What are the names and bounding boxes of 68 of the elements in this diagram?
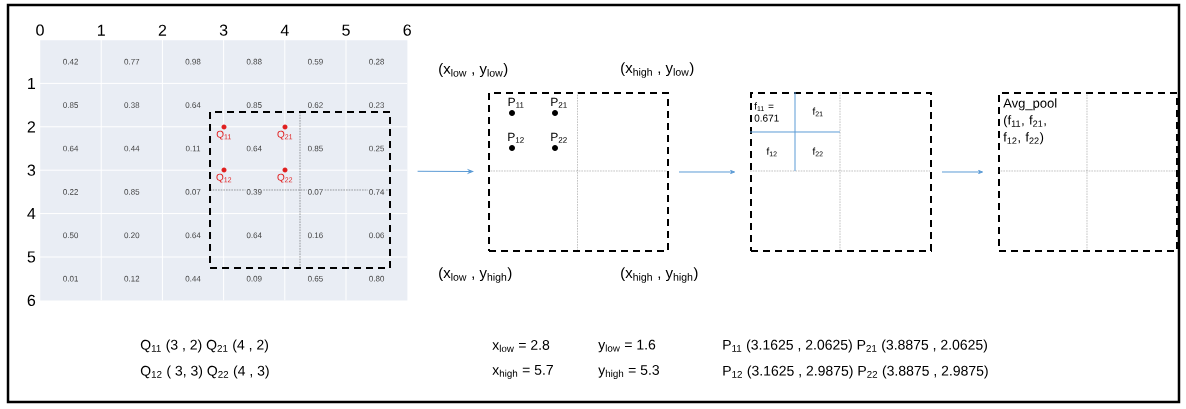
- corner-label: (x$_{high}$ , y$_{high}$): [621, 267, 698, 283]
- arrow: [417, 169, 474, 174]
- cell-value: 0.50: [61, 231, 80, 240]
- cell-value: 0.59: [306, 57, 325, 66]
- coordinate-text: Q$_{11}$ (3 , 2) Q$_{21}$ (4 , 2): [140, 339, 268, 353]
- axis-number: 6: [403, 24, 411, 36]
- cell-value: 0.07: [306, 188, 325, 196]
- point-label: P$_{11}$: [508, 97, 524, 108]
- pool-label: Avg_pool (f$_{11}$, f$_{21}$, f$_{12}$, f$_{22}$): [1003, 98, 1057, 145]
- feature-label: f$_{21}$: [812, 107, 823, 117]
- corner-label: (x$_{low}$ , y$_{high}$): [439, 267, 512, 283]
- axis-number: 6: [27, 294, 36, 307]
- corner-label: (x$_{low}$ , y$_{low}$): [439, 63, 508, 77]
- cell-value: 0.62: [306, 101, 325, 109]
- cell-value: 0.85: [306, 144, 325, 153]
- point-label: P$_{22}$: [551, 132, 567, 143]
- cell-value: 0.85: [123, 188, 141, 196]
- cell-value: 0.65: [306, 274, 325, 283]
- coordinate-text: P$_{11}$ (3.1625 , 2.0625) P$_{21}$ (3.8875 , 2.0625): [723, 339, 987, 353]
- arrow: [941, 170, 984, 174]
- cell-value: 0.39: [245, 188, 263, 196]
- cell-value: 0.85: [245, 101, 263, 109]
- coordinate-text: x$_{low}$ = 2.8: [492, 339, 550, 352]
- feature-label: f$_{12}$: [766, 147, 777, 157]
- cell-value: 0.42: [61, 57, 80, 66]
- cell-value: 0.06: [367, 231, 386, 240]
- feature-label: f$_{22}$: [812, 147, 823, 157]
- point-label: Q$_{12}$: [215, 173, 233, 184]
- coordinate-text: x$_{high}$ = 5.7: [492, 365, 553, 379]
- cell-value: 0.44: [123, 144, 141, 153]
- cell-value: 0.09: [245, 274, 263, 283]
- cell-value: 0.20: [123, 231, 141, 240]
- cell-value: 0.01: [61, 274, 80, 283]
- cell-value: 0.11: [184, 144, 202, 153]
- cell-value: 0.28: [367, 57, 386, 66]
- coordinate-text: Q$_{12}$ ( 3, 3) Q$_{22}$ (4 , 3): [140, 365, 269, 379]
- cell-value: 0.64: [184, 101, 202, 109]
- point-label: P$_{21}$: [551, 97, 567, 108]
- cell-value: 0.64: [245, 144, 263, 153]
- arrow: [678, 170, 736, 174]
- cell-value: 0.80: [367, 274, 386, 283]
- cell-value: 0.07: [184, 188, 202, 196]
- coordinate-text: P$_{12}$ (3.1625 , 2.9875) P$_{22}$ (3.8875 , 2.9875): [723, 365, 988, 379]
- cell-value: 0.25: [367, 144, 386, 153]
- cell-value: 0.22: [61, 188, 80, 196]
- cell-value: 0.98: [184, 57, 202, 66]
- cell-value: 0.77: [123, 57, 141, 66]
- cell-value: 0.64: [184, 231, 202, 240]
- point-label: Q$_{21}$: [276, 130, 294, 141]
- coordinate-text: y$_{high}$ = 5.3: [598, 365, 659, 379]
- cell-value: 0.64: [245, 231, 263, 240]
- cell-value: 0.64: [61, 144, 80, 153]
- point-label: Q$_{22}$: [276, 173, 294, 184]
- cell-value: 0.85: [61, 101, 80, 109]
- cell-value: 0.16: [306, 231, 325, 240]
- cell-value: 0.74: [367, 188, 386, 196]
- axis-number: 0: [36, 24, 44, 36]
- point-label: P$_{12}$: [508, 132, 524, 143]
- cell-value: 0.12: [123, 274, 141, 283]
- grid-table: [39, 39, 408, 301]
- cell-value: 0.23: [367, 101, 386, 109]
- cell-value: 0.44: [184, 274, 202, 283]
- coordinate-text: y$_{low}$ = 1.6: [598, 339, 656, 353]
- cell-value: 0.88: [245, 57, 263, 66]
- cell-value: 0.38: [123, 101, 141, 109]
- point-label: Q$_{11}$: [215, 130, 233, 141]
- feature-label: f$_{11}$ = 0.671: [754, 102, 779, 122]
- corner-label: (x$_{high}$ , y$_{low}$): [621, 62, 694, 78]
